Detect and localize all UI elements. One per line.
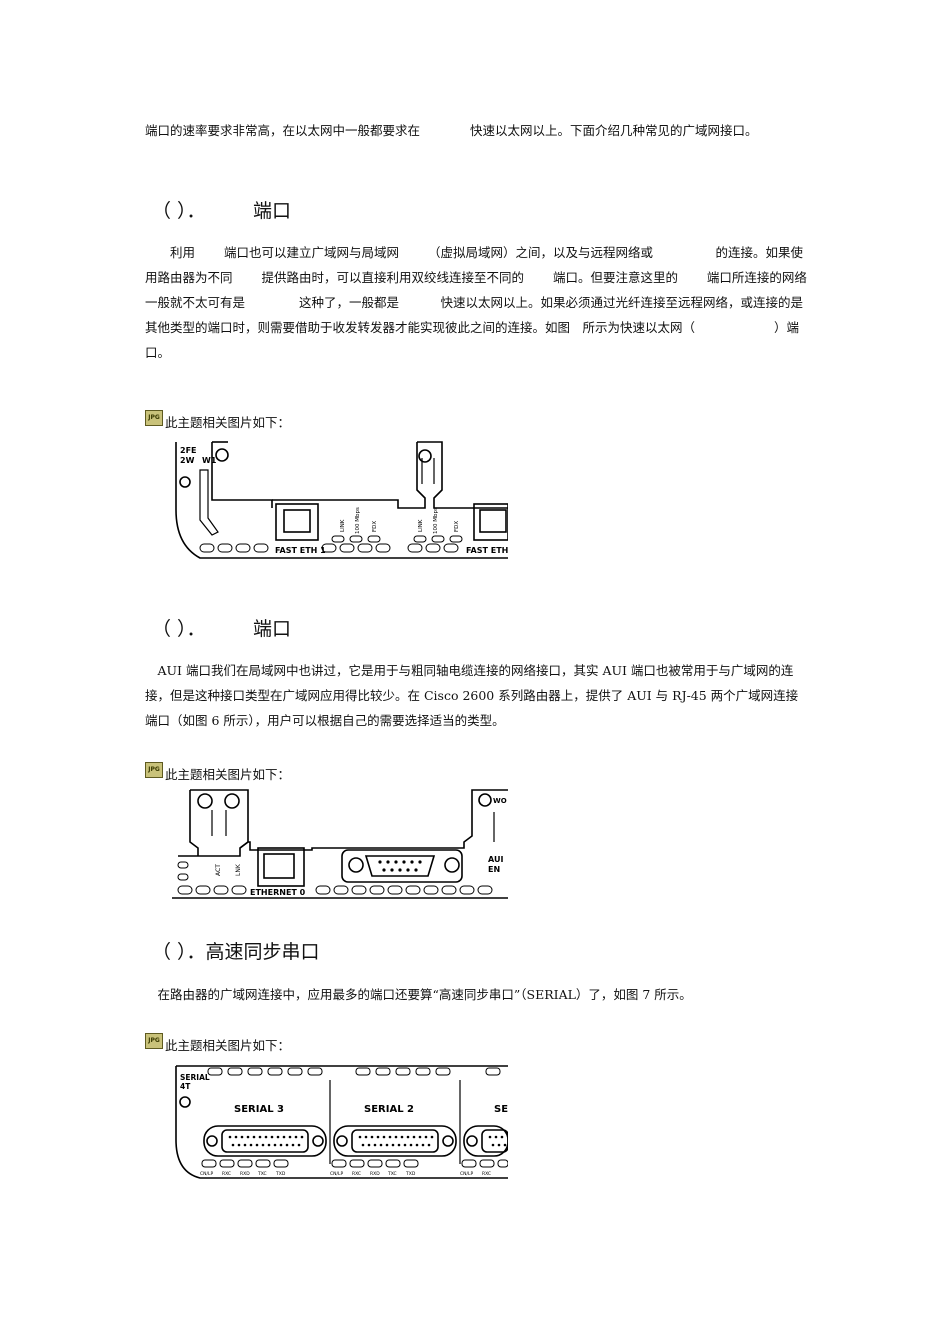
jpg-icon: JPG (145, 409, 163, 426)
caption-text: 此主题相关图片如下： (165, 415, 291, 430)
caption-text: 此主题相关图片如下： (165, 1038, 291, 1053)
module-label-line1: 2FE (180, 446, 197, 455)
module-label-line2: 2W (180, 456, 195, 465)
port-label-ethernet-0: ETHERNET 0 (250, 888, 306, 897)
ethernet-paragraph: 利用 端口也可以建立广域网与局域网 （虚拟局域网）之间，以及与远程网络或 的连接… (145, 245, 807, 360)
port-label-fast-eth-1: FAST ETH 1 (275, 546, 326, 555)
led-rxd-label-2: RXD (370, 1171, 380, 1177)
serial-port-figure: SERIAL 4T SERIAL 3 SERIAL 2 SE CN/LP RXC… (175, 1065, 508, 1179)
led-link-label-2: LINK (418, 519, 424, 532)
figure-caption-2: JPG 此主题相关图片如下： (145, 761, 291, 783)
serial-paragraph: 在路由器的广域网连接中，应用最多的端口还要算“高速同步串口”（SERIAL）了，… (145, 987, 692, 1002)
led-rxc-label-2: RXC (352, 1171, 361, 1177)
caption-text: 此主题相关图片如下： (165, 767, 291, 782)
led-cnlp-label: CN/LP (200, 1171, 214, 1177)
module-label-line2: 4T (180, 1082, 191, 1091)
led-cnlp-label-3: CN/LP (460, 1171, 474, 1177)
figure-caption-3: JPG 此主题相关图片如下： (145, 1032, 291, 1054)
figure-caption-1: JPG 此主题相关图片如下： (145, 409, 291, 431)
led-lnk-label: LNK (235, 863, 242, 876)
led-txd-label-2: TXD (405, 1171, 416, 1177)
aui-label-line2: EN (488, 865, 500, 874)
jpg-icon: JPG (145, 1032, 163, 1049)
led-link-label: LINK (340, 519, 346, 532)
led-txc-label: TXC (257, 1171, 267, 1177)
wo-label: WO (493, 797, 507, 805)
aui-port-figure: ACT LNK ETHERNET 0 AUI EN WO (172, 789, 508, 899)
led-act-label: ACT (215, 864, 222, 876)
section-heading-serial: （ ）．高速同步串口 (152, 941, 320, 963)
led-100-label-2: 100 Mbps (433, 507, 439, 534)
slot-label: W1 (202, 456, 217, 465)
fast-ethernet-port-figure: 2FE 2W W1 LINK 100 Mbps FDX LINK 100 Mbp… (175, 441, 508, 559)
intro-paragraph: 端口的速率要求非常高，在以太网中一般都要求在 快速以太网以上。下面介绍几种常见的… (145, 123, 758, 138)
port-label-serial-cut: SE (494, 1104, 508, 1115)
aui-paragraph: AUI 端口我们在局域网中也讲过，它是用于与粗同轴电缆连接的网络接口，其实 AU… (145, 663, 799, 728)
port-label-serial-3: SERIAL 3 (234, 1104, 284, 1115)
jpg-icon: JPG (145, 761, 163, 778)
aui-label-line1: AUI (488, 855, 503, 864)
module-label-line1: SERIAL (180, 1073, 210, 1082)
led-txd-label: TXD (275, 1171, 286, 1177)
section-heading-ethernet: （ ）． 端口 (152, 200, 292, 222)
led-fdx-label-2: FDX (454, 521, 460, 532)
section-heading-aui: （ ）． 端口 (152, 618, 292, 640)
led-cnlp-label-2: CN/LP (330, 1171, 344, 1177)
port-label-fast-eth-0: FAST ETH (466, 546, 508, 555)
led-fdx-label: FDX (372, 521, 378, 532)
led-txc-label-2: TXC (387, 1171, 397, 1177)
led-rxd-label: RXD (240, 1171, 250, 1177)
port-label-serial-2: SERIAL 2 (364, 1104, 414, 1115)
led-100-label: 100 Mbps (355, 507, 361, 534)
led-rxc-label-3: RXC (482, 1171, 491, 1177)
led-rxc-label: RXC (222, 1171, 231, 1177)
